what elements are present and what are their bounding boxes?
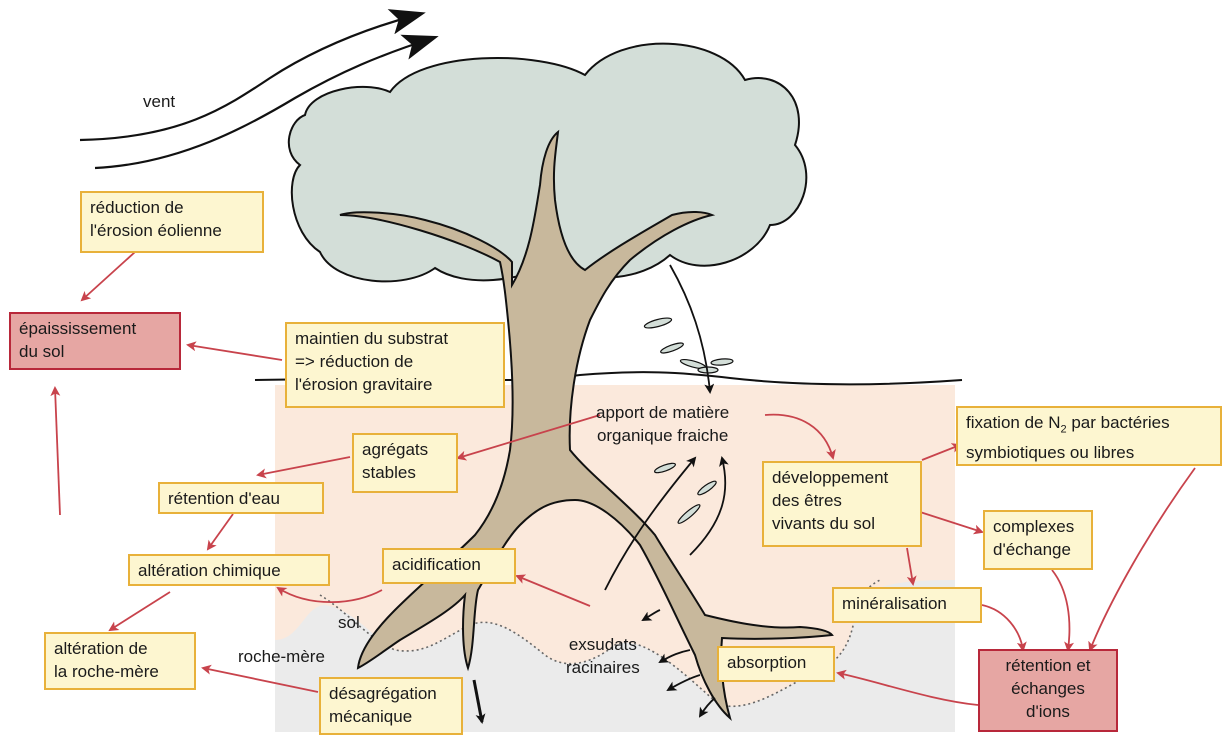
soil-thickening-box: épaississement du sol xyxy=(9,312,181,370)
absorption-box: absorption xyxy=(717,646,835,682)
living-beings-box: développement des êtres vivants du sol xyxy=(762,461,922,547)
water-retention-box: rétention d'eau xyxy=(158,482,324,514)
wind-label: vent xyxy=(143,90,175,113)
chemical-alteration-box: altération chimique xyxy=(128,554,330,586)
disaggregation-box: désagrégation mécanique xyxy=(319,677,463,735)
soil-label: sol xyxy=(338,611,360,634)
mineralisation-box: minéralisation xyxy=(832,587,982,623)
bedrock-alteration-box: altération de la roche-mère xyxy=(44,632,196,690)
aggregates-box: agrégats stables xyxy=(352,433,458,493)
exchange-complexes-box: complexes d'échange xyxy=(983,510,1093,570)
ion-retention-box: rétention et échanges d'ions xyxy=(978,649,1118,732)
nitrogen-fixation-box: fixation de N2 par bactéries symbiotique… xyxy=(956,406,1222,466)
acidification-box: acidification xyxy=(382,548,516,584)
exudates-label: exsudats racinaires xyxy=(566,633,640,679)
wind-erosion-box: réduction de l'érosion éolienne xyxy=(80,191,264,253)
substrate-box: maintien du substrat => réduction de l'é… xyxy=(285,322,505,408)
bedrock-label: roche-mère xyxy=(238,645,325,668)
organic-matter-label: apport de matière organique fraiche xyxy=(596,401,729,447)
